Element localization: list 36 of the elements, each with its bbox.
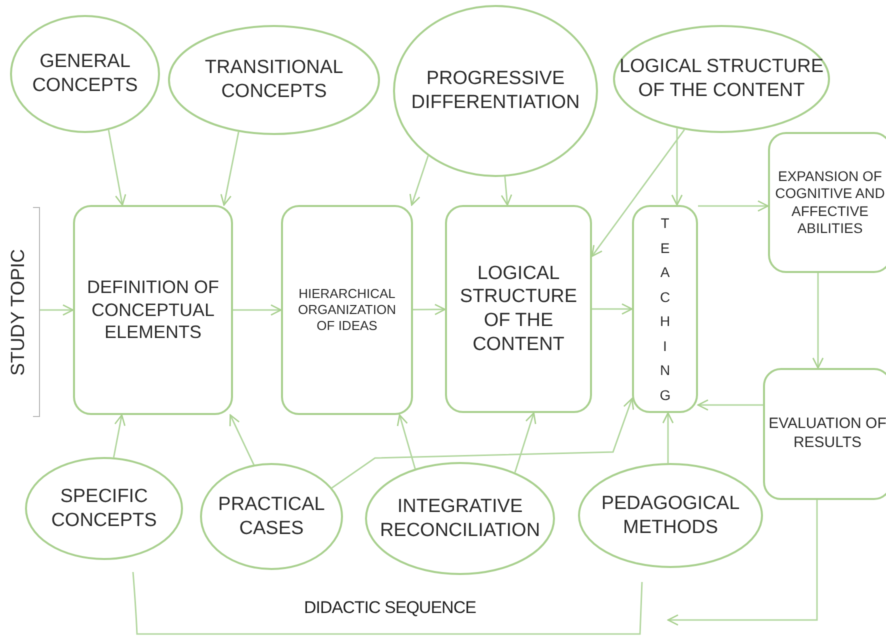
arrow <box>812 273 824 369</box>
arrow <box>514 412 536 473</box>
process-box: LOGICAL STRUCTURE OF THE CONTENT <box>445 205 592 413</box>
arrow <box>40 304 74 316</box>
arrow <box>667 500 818 626</box>
process-box: EVALUATION OF RESULTS <box>763 368 886 500</box>
arrow <box>413 304 446 316</box>
arrow <box>500 176 512 206</box>
arrow <box>697 399 763 411</box>
study-topic-label: STUDY TOPIC <box>6 207 40 417</box>
arrow <box>112 414 126 458</box>
process-box: DEFINITION OF CONCEPTUAL ELEMENTS <box>73 205 233 415</box>
arrow <box>233 304 282 316</box>
arrow <box>662 412 674 463</box>
arrow <box>698 200 769 212</box>
concept-ellipse: TRANSITIONAL CONCEPTS <box>168 25 380 135</box>
sequence-label: DIDACTIC SEQUENCE <box>303 598 477 618</box>
concept-ellipse: PRACTICAL CASES <box>200 463 343 570</box>
arrow <box>396 414 416 469</box>
arrow <box>220 132 240 206</box>
concept-ellipse: LOGICAL STRUCTURE OF THE CONTENT <box>613 25 830 133</box>
arrow <box>591 129 685 257</box>
concept-ellipse: PEDAGOGICAL METHODS <box>578 463 763 568</box>
arrow <box>671 128 683 206</box>
process-box: HIERARCHICAL ORGANIZATION OF IDEAS <box>281 205 413 415</box>
arrow <box>409 156 429 206</box>
concept-ellipse: PROGRESSIVE DIFFERENTIATION <box>393 5 598 177</box>
concept-ellipse: GENERAL CONCEPTS <box>10 15 160 133</box>
process-box: EXPANSION OF COGNITIVE AND AFFECTIVE ABILITIES <box>768 132 886 273</box>
arrow <box>108 130 126 206</box>
arrow <box>229 414 254 466</box>
arrow <box>331 398 634 489</box>
concept-ellipse: SPECIFIC CONCEPTS <box>25 457 183 560</box>
arrow <box>592 303 633 315</box>
concept-ellipse: INTEGRATIVE RECONCILIATION <box>365 462 555 575</box>
process-box: TEACHING <box>632 205 698 413</box>
